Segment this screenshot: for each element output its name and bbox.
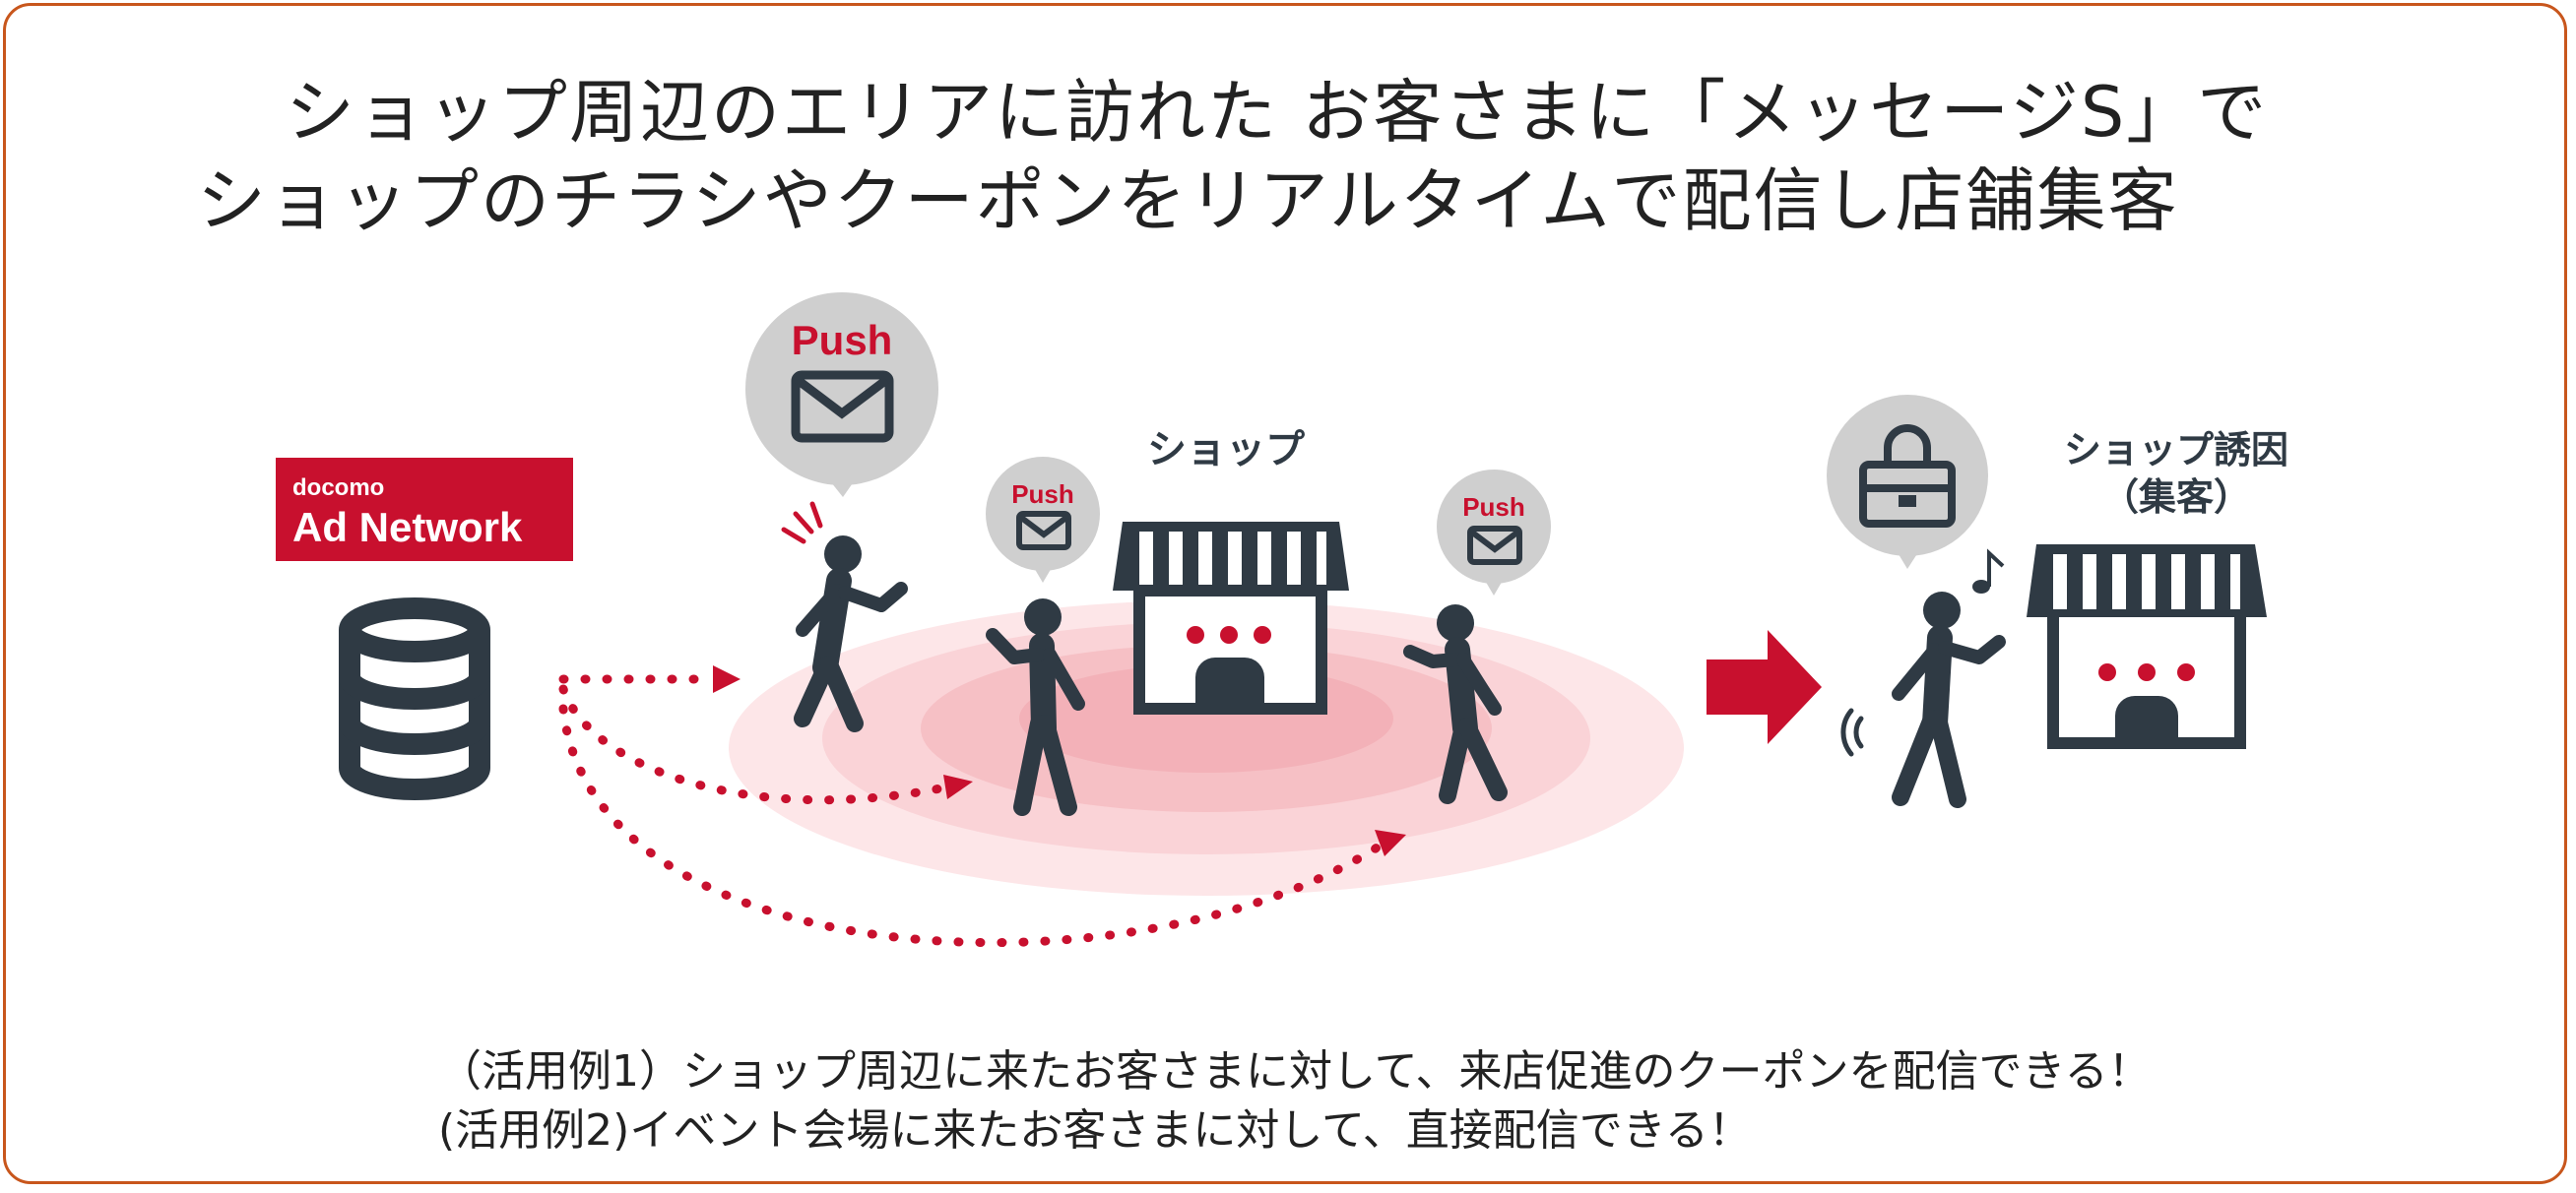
bag-bubble bbox=[1827, 395, 1988, 569]
database-icon bbox=[350, 608, 480, 789]
push-bubble-large: Push bbox=[745, 292, 938, 497]
ad-network-logo: docomo Ad Network bbox=[276, 458, 573, 561]
shop-label: ショップ bbox=[1147, 427, 1305, 472]
result-label-line-1: ショップ誘因 bbox=[2064, 428, 2288, 471]
brand-large: Ad Network bbox=[292, 504, 523, 550]
result-label-line-2: （集客） bbox=[2101, 475, 2251, 519]
push-bubble-small-2: Push bbox=[1437, 470, 1551, 596]
music-note-icon bbox=[1972, 553, 2003, 594]
push-label: Push bbox=[1462, 492, 1525, 522]
person-icon bbox=[1843, 592, 1999, 799]
shop-icon bbox=[2027, 544, 2267, 743]
shop-icon bbox=[1113, 522, 1349, 709]
caption-example-2: (活用例2)イベント会場に来たお客さまに対して、直接配信できる！ bbox=[438, 1095, 1752, 1158]
arrow-right-icon bbox=[1707, 630, 1822, 744]
caption-example-1: （活用例1）ショップ周辺に来たお客さまに対して、来店促進のクーポンを配信できる！ bbox=[438, 1036, 2152, 1099]
brand-small: docomo bbox=[292, 474, 384, 501]
push-label: Push bbox=[1011, 479, 1074, 509]
push-label: Push bbox=[792, 317, 893, 363]
push-bubble-small-1: Push bbox=[986, 457, 1100, 583]
